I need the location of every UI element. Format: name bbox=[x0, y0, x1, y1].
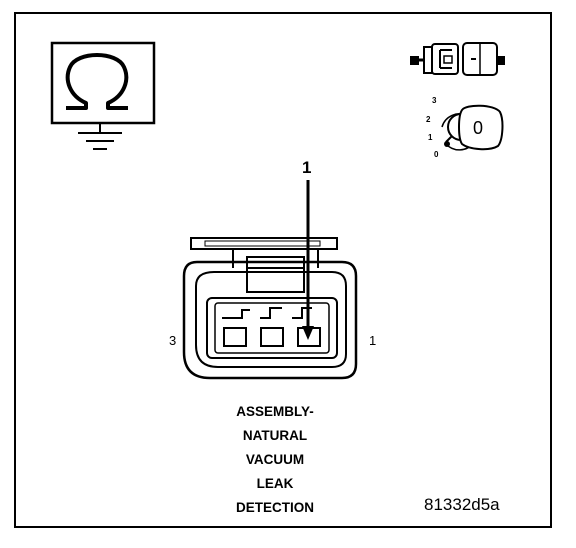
pin-label-left: 3 bbox=[169, 333, 177, 348]
ignition-scale-3: 3 bbox=[432, 96, 437, 105]
ignition-scale-0: 0 bbox=[434, 150, 439, 159]
caption-line-4: LEAK bbox=[256, 476, 294, 491]
caption-line-1: ASSEMBLY- bbox=[236, 404, 314, 419]
ignition-key-off-icon bbox=[441, 104, 504, 151]
figure-id: 81332d5a bbox=[424, 495, 500, 514]
caption-line-2: NATURAL bbox=[242, 428, 308, 443]
ignition-key-position: 0 bbox=[473, 118, 484, 138]
connector-body bbox=[182, 237, 358, 380]
ohmmeter-ground-icon bbox=[50, 41, 156, 150]
caption-line-5: DETECTION bbox=[235, 500, 314, 515]
ignition-scale-1: 1 bbox=[428, 133, 433, 142]
callout-arrow bbox=[302, 180, 314, 340]
ignition-scale-2: 2 bbox=[426, 115, 431, 124]
callout-number: 1 bbox=[302, 158, 312, 177]
caption-line-3: VACUUM bbox=[245, 452, 305, 467]
pin-label-right: 1 bbox=[369, 333, 377, 348]
connector-disconnect-icon bbox=[410, 42, 505, 76]
diagram-frame bbox=[14, 12, 552, 528]
